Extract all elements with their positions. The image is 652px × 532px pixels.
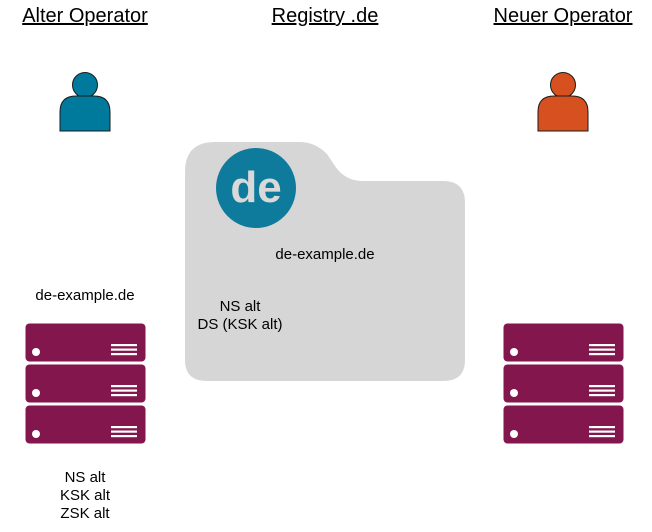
person-body bbox=[537, 95, 589, 132]
old-server-domain-label: de-example.de bbox=[35, 287, 135, 304]
de-logo-icon: de bbox=[216, 148, 296, 228]
server-unit bbox=[503, 405, 624, 444]
server-stack-icon-old bbox=[25, 323, 146, 444]
server-unit bbox=[25, 405, 146, 444]
server-unit bbox=[25, 323, 146, 362]
person-icon-old-operator bbox=[59, 72, 111, 132]
old-server-record-ksk: KSK alt bbox=[59, 487, 111, 504]
de-logo-text: de bbox=[230, 163, 281, 212]
person-body bbox=[59, 95, 111, 132]
registry-record-ds: DS (KSK alt) bbox=[197, 316, 283, 333]
person-icon-new-operator bbox=[537, 72, 589, 132]
server-unit bbox=[25, 364, 146, 403]
old-server-record-ns: NS alt bbox=[64, 469, 106, 486]
server-unit bbox=[503, 364, 624, 403]
person-head bbox=[550, 72, 576, 98]
registry-record-ns: NS alt bbox=[219, 298, 261, 315]
person-head bbox=[72, 72, 98, 98]
server-unit bbox=[503, 323, 624, 362]
registry-domain-label: de-example.de bbox=[275, 246, 375, 263]
server-stack-icon-new bbox=[503, 323, 624, 444]
heading-old-operator: Alter Operator bbox=[22, 5, 148, 27]
heading-new-operator: Neuer Operator bbox=[493, 5, 633, 27]
old-server-record-zsk: ZSK alt bbox=[60, 505, 110, 522]
heading-registry: Registry .de bbox=[271, 5, 379, 27]
